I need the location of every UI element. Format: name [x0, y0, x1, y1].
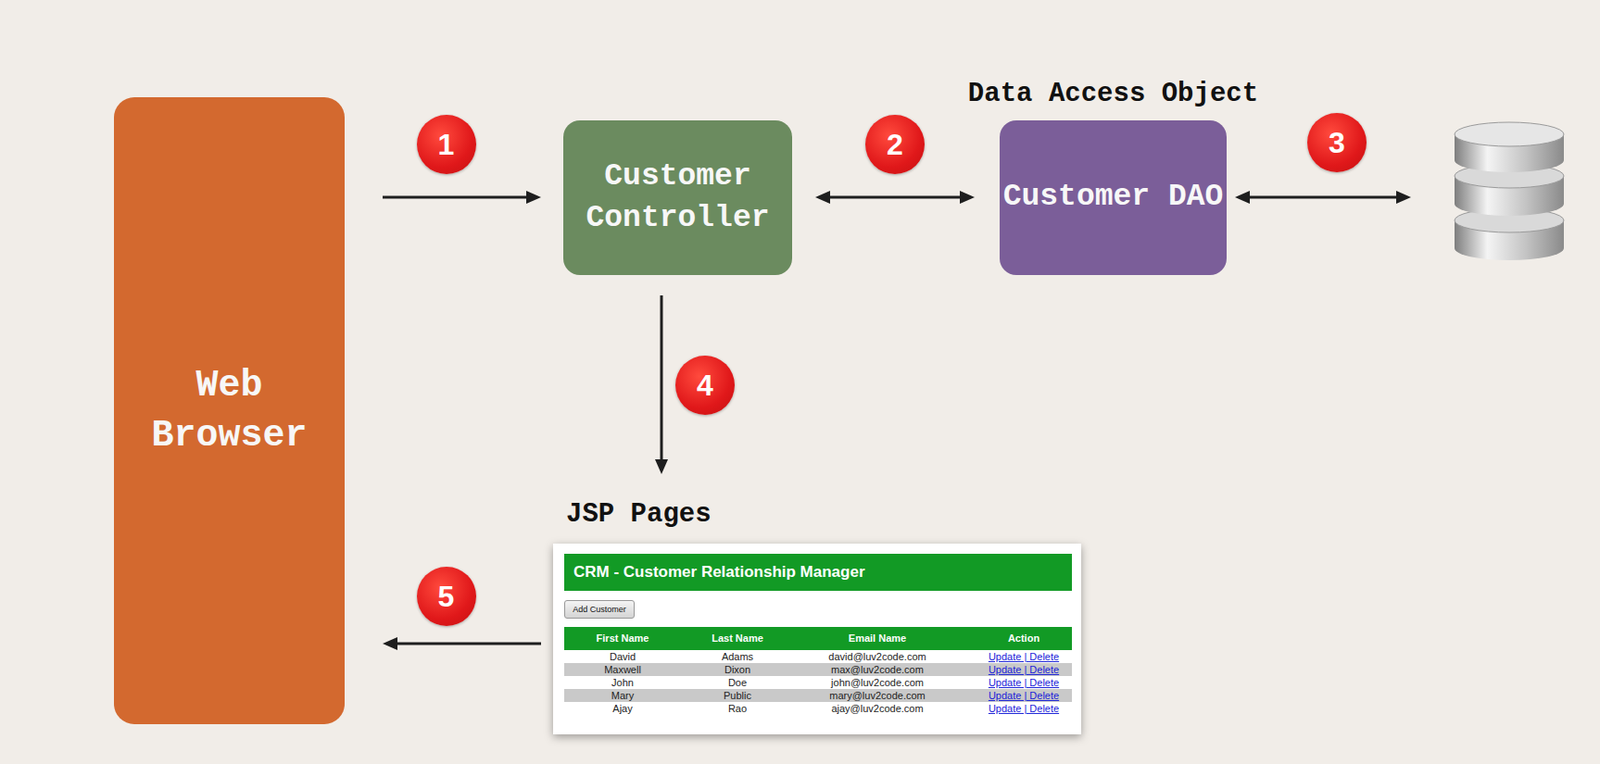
table-cell: Doe	[728, 677, 747, 689]
table-cell: Rao	[728, 703, 747, 715]
callout-number: 5	[438, 581, 455, 612]
table-cell: Maxwell	[604, 664, 642, 676]
callout-number: 4	[696, 370, 714, 401]
controller-box: Customer Controller	[563, 120, 793, 276]
arrow-line	[824, 196, 966, 200]
connector-arrow	[382, 190, 542, 204]
table-cell: john@luv2code.com	[831, 677, 924, 689]
add-button: Add Customer	[564, 600, 635, 619]
table-action-links: Update | Delete	[988, 677, 1059, 689]
db-arrow	[1234, 190, 1412, 204]
db-disk-top	[1454, 122, 1564, 147]
arrow-head	[655, 459, 668, 475]
table-header-cell: Email Name	[848, 632, 907, 644]
table-cell: mary@luv2code.com	[829, 690, 925, 702]
jsp-page-screenshot: JSP PagesCRM - Customer Relationship Man…	[553, 495, 1082, 735]
page-header-bar: CRM - Customer Relationship Manager	[564, 554, 1072, 592]
table-cell: Public	[723, 690, 752, 702]
box-text: Customer Controller	[563, 156, 793, 240]
arrow-line	[391, 642, 542, 646]
connector-arrow	[655, 295, 668, 475]
arrow-line	[1246, 196, 1400, 200]
callout-number: 2	[886, 129, 904, 160]
table-header-cell: Last Name	[711, 632, 764, 644]
browser-box: Web Browser	[113, 97, 345, 725]
db-disk-bottom	[1454, 236, 1564, 261]
dao-box: Data Access ObjectCustomer DAO	[999, 120, 1227, 276]
db-disk-bottom	[1454, 191, 1564, 216]
connector-arrow	[382, 637, 542, 651]
table-header-cell: Action	[1007, 632, 1040, 644]
table-action-links: Update | Delete	[988, 664, 1059, 676]
arrow-line	[382, 196, 532, 200]
database-icon	[1454, 122, 1564, 261]
connector-arrow	[815, 190, 975, 204]
table-cell: max@luv2code.com	[831, 664, 924, 676]
section-heading: JSP Pages	[566, 499, 712, 530]
arrow-head	[815, 190, 831, 204]
table-cell: david@luv2code.com	[828, 651, 926, 663]
table-cell: Ajay	[612, 703, 632, 715]
db-disk-bottom	[1454, 148, 1564, 173]
arrow-head	[526, 190, 542, 204]
callout-number: 1	[438, 129, 455, 160]
callout-circle: 4	[675, 355, 735, 416]
table-cell: John	[611, 677, 634, 689]
arrow-head	[959, 190, 975, 204]
callout-circle: 2	[865, 114, 925, 175]
callout-circle: 1	[416, 114, 477, 175]
box-heading: Data Access Object	[968, 78, 1259, 110]
callout-circle: 3	[1307, 113, 1367, 173]
callout-circle: 5	[416, 566, 477, 627]
table-cell: Adams	[721, 651, 754, 663]
table-cell: Dixon	[724, 664, 751, 676]
table-action-links: Update | Delete	[988, 703, 1059, 715]
callout-number: 3	[1328, 127, 1346, 158]
table-cell: ajay@luv2code.com	[831, 703, 923, 715]
table-action-links: Update | Delete	[988, 651, 1059, 663]
arrow-head	[382, 637, 398, 651]
box-text: Web Browser	[113, 361, 345, 462]
table-cell: David	[609, 651, 636, 663]
header-text: CRM - Customer Relationship Manager	[573, 563, 866, 582]
table-header-cell: First Name	[596, 632, 650, 644]
arrow-head	[1396, 190, 1412, 204]
button-text: Add Customer	[572, 604, 627, 615]
table-action-links: Update | Delete	[988, 690, 1059, 702]
arrow-head	[1234, 190, 1250, 204]
table-cell: Mary	[611, 690, 634, 702]
box-text: Customer DAO	[1003, 176, 1224, 219]
arrow-line	[660, 295, 664, 466]
